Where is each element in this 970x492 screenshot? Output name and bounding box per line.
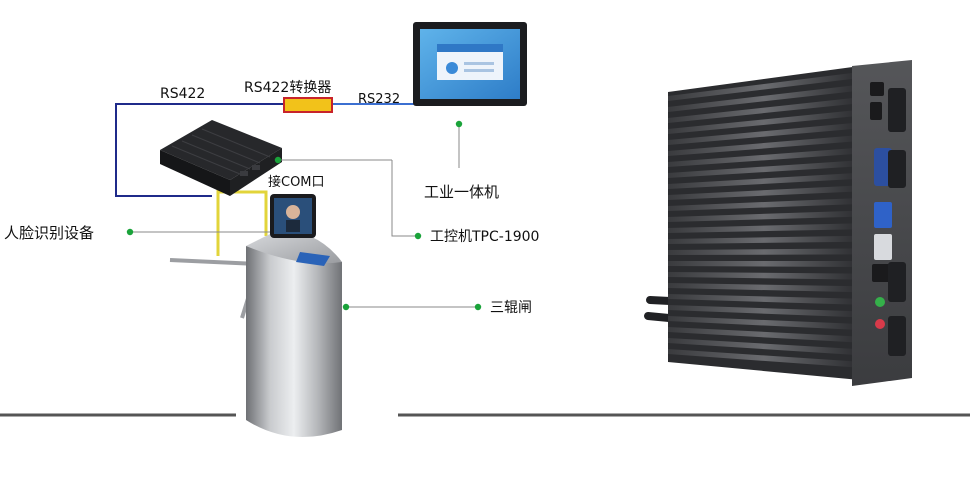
heat-sink-fin [668, 172, 860, 189]
ipc-dot-b [414, 232, 422, 240]
com-port-label: 接COM口 [268, 174, 325, 190]
heat-sink-fin [668, 109, 860, 134]
heat-sink-fin [668, 97, 860, 123]
heat-sink-fin [668, 235, 860, 244]
rs422-label: RS422 [160, 86, 205, 102]
heat-sink-fin [668, 160, 860, 178]
heat-sink-fin [668, 84, 860, 112]
industrial-pc-small [160, 120, 282, 196]
fanless-industrial-pc [644, 60, 912, 386]
converter-label: RS422转换器 [244, 79, 331, 96]
rs232-label: RS232 [358, 92, 400, 107]
ipc-leader-2 [391, 160, 418, 237]
ipc-label: 工控机TPC-1900 [430, 229, 539, 245]
heat-sink-fin [668, 272, 860, 280]
heat-sink-fin [668, 349, 860, 368]
heat-sink-fin [668, 305, 860, 318]
turnstile-dot-b [474, 303, 482, 311]
heat-sink-fin [668, 316, 860, 330]
heat-sink-fin [668, 72, 860, 101]
heat-sink-fin [668, 210, 860, 222]
heat-sink-fin [668, 261, 860, 267]
ipc-dot-a [274, 156, 282, 164]
heat-sink-fins [668, 72, 860, 368]
face-device-label: 人脸识别设备 [4, 224, 94, 242]
rs422-line [115, 103, 290, 197]
face-dot-a [126, 228, 134, 236]
heat-sink-fin [668, 338, 860, 356]
heat-sink-fin [668, 223, 860, 233]
turnstile-dot-a [342, 303, 350, 311]
tripod-turnstile [169, 194, 342, 438]
turnstile-label: 三辊闸 [490, 300, 532, 316]
heat-sink-fin [668, 122, 860, 145]
panel-pc [413, 22, 527, 106]
rs422-converter [283, 97, 333, 113]
heat-sink-fin [668, 248, 860, 255]
panel-pc-label: 工业一体机 [424, 183, 499, 201]
heat-sink-fin [668, 283, 860, 293]
heat-sink-fin [668, 327, 860, 343]
heat-sink-fin [668, 198, 860, 211]
heat-sink-fin [668, 294, 860, 305]
heat-sink-fin [668, 147, 860, 167]
heat-sink-fin [668, 185, 860, 200]
signal-line-right [218, 190, 268, 236]
panel-pc-dot [455, 120, 463, 128]
heat-sink-fin [668, 135, 860, 156]
